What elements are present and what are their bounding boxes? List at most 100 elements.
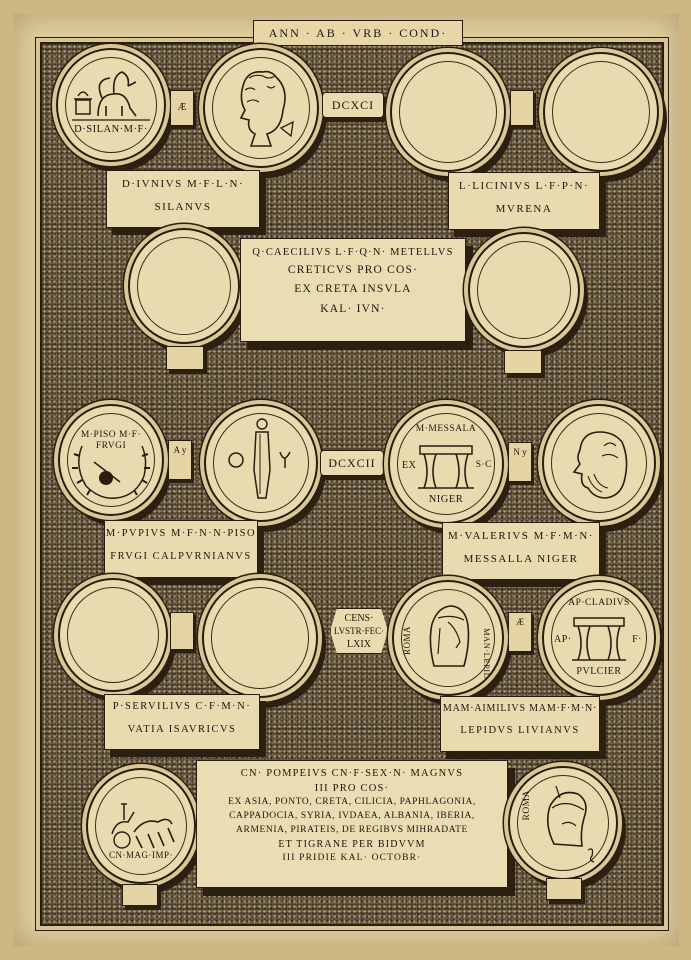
connector-label: Æ — [177, 102, 187, 113]
label-line: CN· POMPEIVS CN·F·SEX·N· MAGNVS — [240, 768, 464, 779]
helmeted-roma-icon — [546, 785, 595, 863]
coin-piso-obverse — [204, 404, 318, 522]
portrait-head-icon — [239, 70, 294, 147]
quadriga-icon — [111, 803, 175, 849]
connector-ar-y: Æ — [508, 612, 532, 652]
connector-label: N y — [513, 447, 527, 457]
coin-murena-blank-2 — [543, 52, 659, 172]
coin-rim — [517, 775, 609, 871]
triumph-label-metellus: Q·CAECILIVS L·F·Q·N· METELLVS CRETICVS P… — [240, 238, 466, 342]
magistrate-label-murena: L·LICINIVS L·F·P·N· MVRENA — [448, 172, 600, 230]
connector-label: A y — [173, 445, 187, 455]
magistrate-label-piso: M·PVPIVS M·F·N·N·PISO FRVGI CALPVRNIANVS — [104, 520, 258, 578]
label-line: ET TIGRANE PER BIDVVM — [278, 839, 426, 850]
veiled-head-icon — [429, 605, 470, 667]
census-line: LVSTR·FEC· — [333, 626, 385, 636]
label-line: D·IVNIVS M·F·L·N· — [121, 178, 245, 190]
coin-stand — [546, 878, 582, 900]
magistrate-label-lepidus: MAM·AIMILIVS MAM·F·M·N· LEPIDVS LIVIANVS — [440, 696, 600, 752]
coin-pompey-triumph: CN·MAG·IMP· — [86, 768, 196, 884]
coin-rim — [67, 587, 159, 683]
coin-lepidus-reverse: AP·CLADIVS AP· F· PVLCIER — [542, 580, 656, 696]
label-line: LEPIDVS LIVIANVS — [460, 725, 580, 736]
coin-silanus-reverse: D·SILAN·M·F· — [56, 48, 166, 162]
coin-rim — [137, 237, 231, 335]
label-line: III PRO COS· — [314, 783, 390, 794]
coin-vatia-blank-1 — [58, 578, 168, 692]
connector-label: Æ — [515, 617, 524, 627]
label-line: SILANVS — [154, 201, 212, 213]
connector-a-y: A y — [168, 440, 192, 480]
standing-figure-icon — [228, 418, 291, 499]
coin-rim — [95, 777, 187, 875]
coin-lepidus-obverse: ROMA MAN·LEPID· — [392, 580, 504, 696]
connector-blank — [170, 612, 194, 650]
label-line: CAPPADOCIA, SYRIA, IVDAEA, ALBANIA, IBER… — [229, 811, 475, 821]
census-label: CENS· LVSTR·FEC· LXIX — [330, 608, 388, 654]
label-line: III PRIDIE KAL· OCTOBR· — [282, 853, 422, 863]
label-line: ARMENIA, PIRATEIS, DE REGIBVS MIHRADATE — [236, 825, 468, 835]
coin-stand — [504, 350, 542, 374]
label-line: CRETICVS PRO COS· — [287, 264, 419, 276]
label-line: M·PVPIVS M·F·N·N·PISO — [105, 528, 257, 539]
coin-legend: M·PISO M·F· FRVGI — [80, 430, 142, 451]
triumph-label-pompey: CN· POMPEIVS CN·F·SEX·N· MAGNVS III PRO … — [196, 760, 508, 888]
coin-messalla-reverse: M·MESSALA EX S·C NIGER — [388, 404, 504, 524]
coin-rim — [213, 413, 309, 513]
coin-piso-reverse: M·PISO M·F· FRVGI — [58, 404, 164, 516]
coin-rim — [551, 413, 647, 513]
coin-silanus-obverse — [203, 48, 319, 168]
label-line: KAL· IVN· — [320, 303, 386, 315]
year-label: DCXCI — [322, 92, 384, 118]
coin-rim — [397, 413, 495, 515]
connector-ar: Æ — [170, 90, 194, 126]
label-line: MAM·AIMILIVS MAM·F·M·N· — [442, 703, 598, 714]
label-line: MESSALLA NIGER — [463, 553, 579, 565]
coin-rim — [552, 61, 650, 163]
coin-stand — [122, 884, 158, 906]
coin-murena-blank-1 — [390, 52, 506, 172]
coin-legend-left: AP· — [554, 634, 572, 645]
coin-legend-right: S·C — [475, 460, 492, 470]
coin-legend-left: ROMA — [402, 626, 412, 656]
coin-legend-top: M·MESSALA — [415, 424, 477, 434]
bearded-head-icon — [572, 431, 628, 499]
label-line: L·LICINIVS L·F·P·N· — [458, 180, 590, 192]
curule-chair-icon — [572, 617, 626, 661]
coin-legend-right: MAN·LEPID· — [482, 628, 492, 683]
plate-title: ANN · AB · VRB · COND· — [253, 20, 463, 46]
coin-rim — [399, 61, 497, 163]
curule-chair-icon — [418, 445, 474, 489]
coin-rim — [67, 413, 155, 507]
year-label: DCXCII — [320, 450, 384, 476]
laurel-wreath-icon — [72, 445, 150, 499]
label-line: FRVGI CALPVRNIANVS — [110, 550, 252, 562]
griffin-icon — [72, 71, 150, 121]
label-line: VATIA ISAVRICVS — [127, 723, 237, 735]
coin-legend-bottom: PVLCIER — [576, 666, 622, 677]
census-line: LXIX — [347, 639, 371, 650]
magistrate-label-vatia: P·SERVILIVS C·F·M·N· VATIA ISAVRICVS — [104, 694, 260, 750]
magistrate-label-messalla: M·VALERIVS M·F·M·N· MESSALLA NIGER — [442, 522, 600, 580]
coin-stand — [166, 346, 204, 370]
coin-rim — [65, 57, 157, 153]
coin-rim — [211, 587, 309, 689]
label-line: Q·CAECILIVS L·F·Q·N· METELLVS — [252, 247, 454, 258]
coin-metellus-blank-2 — [468, 232, 580, 348]
coin-vatia-blank-2 — [202, 578, 318, 698]
coin-rim — [212, 57, 310, 159]
coin-legend-top: AP·CLADIVS — [568, 598, 630, 608]
coin-rim — [477, 241, 571, 339]
coin-legend-bottom: NIGER — [428, 494, 464, 505]
census-line: CENS· — [344, 613, 374, 624]
coin-pompey-roma: ROMA — [508, 766, 618, 880]
label-line: P·SERVILIVS C·F·M·N· — [112, 701, 252, 712]
magistrate-label-silanus: D·IVNIVS M·F·L·N· SILANVS — [106, 170, 260, 228]
label-line: EX ASIA, PONTO, CRETA, CILICIA, PAPHLAGO… — [228, 797, 476, 807]
coin-legend: ROMA — [522, 790, 532, 821]
coin-legend: CN·MAG·IMP· — [109, 850, 173, 860]
coin-legend-right: F· — [632, 634, 642, 645]
label-line: M·VALERIVS M·F·M·N· — [448, 530, 594, 542]
label-line: MVRENA — [495, 203, 553, 215]
connector-blank — [510, 90, 534, 126]
